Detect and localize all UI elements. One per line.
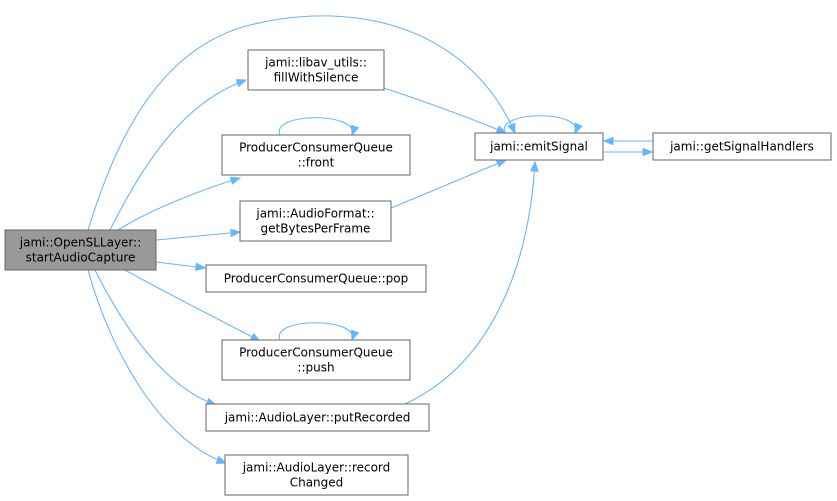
edge-start-to-push [124,269,262,342]
node-box[interactable] [221,339,411,381]
node-label-line: ::front [298,156,335,170]
edge-start-to-pop [155,261,207,272]
edge-putrec-to-emit [404,160,539,405]
edge-line [124,269,261,342]
edge-start-to-putrec [94,269,218,406]
node-label-line: jami::libav_utils:: [264,56,367,70]
edge-arrowhead [602,136,614,146]
edge-arrowhead [215,455,228,464]
node-box[interactable] [239,200,392,242]
node-label-line: fillWithSilence [274,71,359,85]
edge-push-to-push [278,322,360,342]
node-front[interactable]: ProducerConsumerQueue::front [221,134,411,176]
node-handlers[interactable]: jami::getSignalHandlers [652,132,832,161]
node-box[interactable] [221,134,411,176]
edge-emit-to-emit [503,115,583,135]
node-push[interactable]: ProducerConsumerQueue::push [221,339,411,381]
edge-arrowhead [574,122,583,135]
edge-arrowhead [495,159,508,168]
edge-line [278,322,353,341]
node-label-line: jami::OpenSLLayer:: [19,236,141,250]
node-label-line: ProducerConsumerQueue [239,141,393,155]
node-bytes[interactable]: jami::AudioFormat::getBytesPerFrame [239,200,392,242]
node-label-line: ::push [297,361,334,375]
node-box[interactable] [224,454,409,496]
node-label-line: ProducerConsumerQueue [239,346,393,360]
edge-front-to-front [278,117,360,137]
edge-line [117,177,241,231]
node-label-line: ProducerConsumerQueue::pop [224,272,408,286]
node-box[interactable] [474,132,604,161]
edge-arrowhead [229,176,242,185]
edge-line [278,117,353,136]
edge-arrowhead [351,124,360,137]
node-box[interactable] [205,403,430,432]
edge-arrowhead [235,79,248,88]
edge-emit-to-handlers [603,147,654,157]
edge-line [503,115,577,134]
edge-line [109,79,247,231]
edges-layer [87,15,654,464]
node-fill[interactable]: jami::libav_utils::fillWithSilence [247,49,385,91]
edge-arrowhead [351,329,360,342]
edge-start-to-emit [87,15,516,231]
node-emit[interactable]: jami::emitSignal [474,132,604,161]
edge-line [390,159,507,209]
edge-line [155,231,241,241]
edge-start-to-recch [87,269,228,464]
edge-arrowhead [195,262,207,272]
node-label-line: startAudioCapture [26,251,136,265]
node-box[interactable] [247,49,385,91]
nodes-layer: jami::OpenSLLayer::startAudioCapturejami… [4,49,832,496]
node-putrec[interactable]: jami::AudioLayer::putRecorded [205,403,430,432]
edge-arrowhead [530,160,539,172]
edge-start-to-front [117,176,242,231]
edge-arrowhead [230,228,242,238]
node-label-line: jami::AudioFormat:: [255,207,374,221]
node-label-line: jami::getSignalHandlers [669,140,814,154]
edge-line [94,269,217,406]
edge-arrowhead [507,122,516,135]
edge-start-to-bytes [155,228,242,241]
edge-line [87,269,227,464]
node-pop[interactable]: ProducerConsumerQueue::pop [205,264,427,293]
node-box[interactable] [652,132,832,161]
edge-arrowhead [642,147,654,157]
edge-handlers-to-emit [602,136,653,146]
node-label-line: jami::emitSignal [489,140,588,154]
edge-line [87,15,516,231]
edge-line [404,161,536,405]
node-label-line: jami::AudioLayer::record [242,461,391,475]
node-box[interactable] [205,264,427,293]
edge-start-to-fill [109,79,248,231]
edge-line [383,87,507,134]
node-label-line: getBytesPerFrame [261,222,371,236]
node-label-line: Changed [290,476,344,490]
node-label-line: jami::AudioLayer::putRecorded [224,411,411,425]
node-start[interactable]: jami::OpenSLLayer::startAudioCapture [4,229,157,271]
edge-fill-to-emit [383,87,508,134]
node-box[interactable] [4,229,157,271]
